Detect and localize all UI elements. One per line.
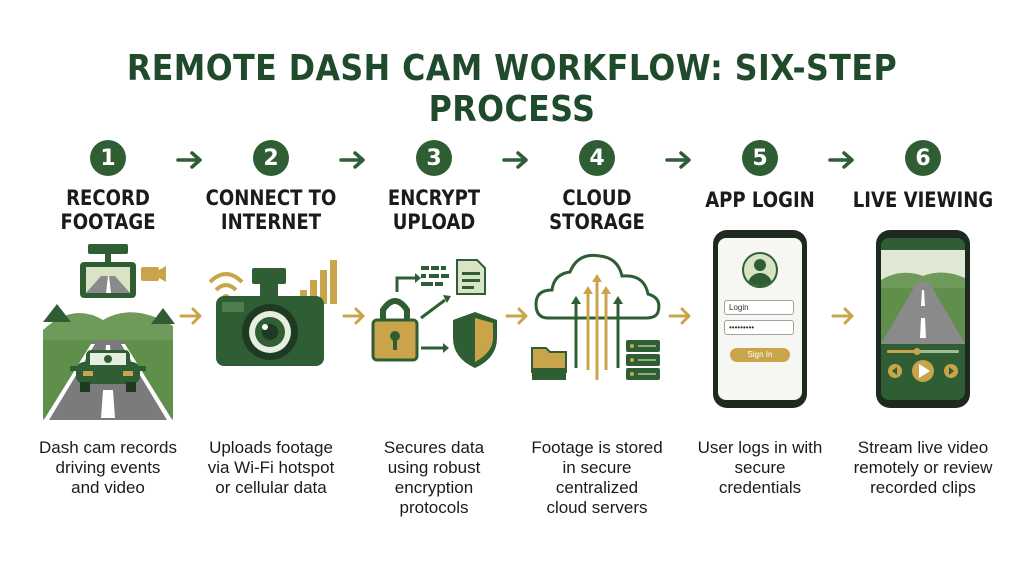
step-label: CONNECT TO INTERNET [205, 186, 337, 234]
step-label: CLOUD STORAGE [549, 186, 645, 234]
step-number: 6 [905, 140, 941, 176]
step-number: 4 [579, 140, 615, 176]
username-input[interactable]: Login [724, 300, 794, 315]
step-description: Secures data using robust encryption pro… [383, 438, 485, 517]
step-number: 1 [90, 140, 126, 176]
arrow-right-icon [502, 151, 528, 169]
step-description: Uploads footage via Wi-Fi hotspot or cel… [207, 438, 335, 497]
arrow-right-icon [176, 151, 202, 169]
step-number: 3 [416, 140, 452, 176]
step-label: APP LOGIN [705, 188, 815, 212]
arrow-right-icon [342, 307, 365, 325]
lock-shield-icon [371, 259, 497, 368]
phone-screen: Login ••••••••• Sign In [718, 238, 802, 400]
arrow-right-icon [665, 151, 691, 169]
step-description: User logs in with secure credentials [697, 438, 823, 497]
phone-video-icon [876, 230, 970, 408]
step-label: ENCRYPT UPLOAD [387, 186, 481, 234]
page-title: REMOTE DASH CAM WORKFLOW: SIX-STEP PROCE… [126, 48, 898, 130]
arrow-right-icon [339, 151, 365, 169]
arrow-right-icon [831, 307, 854, 325]
step-number: 5 [742, 140, 778, 176]
arrow-right-icon [179, 307, 202, 325]
step-number: 2 [253, 140, 289, 176]
arrow-right-icon [668, 307, 691, 325]
step-label: RECORD FOOTAGE [60, 186, 156, 234]
sign-in-button[interactable]: Sign In [730, 348, 790, 362]
phone-login-icon: Login ••••••••• Sign In [713, 230, 807, 408]
arrow-right-icon [828, 151, 854, 169]
dash-cam-road-icon [43, 244, 175, 420]
video-player [881, 238, 965, 400]
arrow-right-icon [505, 307, 528, 325]
avatar [742, 252, 778, 288]
password-input[interactable]: ••••••••• [724, 320, 794, 335]
step-description: Footage is stored in secure centralized … [531, 438, 663, 517]
step-description: Stream live video remotely or review rec… [853, 438, 993, 497]
camera-wifi-signal-icon [208, 260, 337, 366]
step-description: Dash cam records driving events and vide… [39, 438, 177, 497]
step-label: LIVE VIEWING [852, 188, 994, 212]
cloud-server-icon [531, 253, 661, 380]
